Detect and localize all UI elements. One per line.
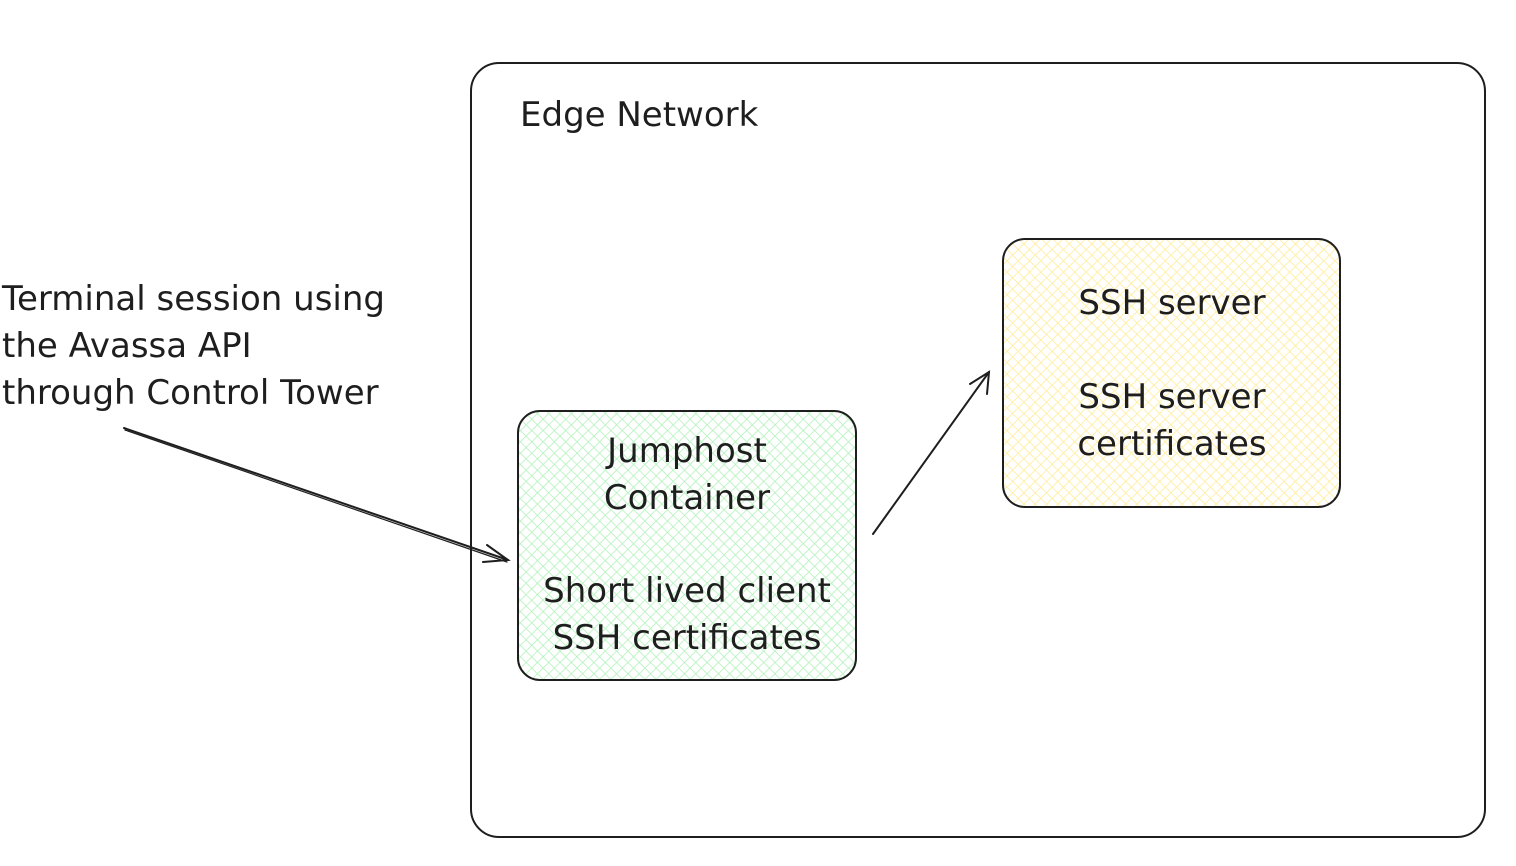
jumphost-title: Jumphost Container	[517, 428, 857, 522]
jumphost-detail-line: SSH certificates	[552, 618, 822, 658]
ssh-server-detail-line: certificates	[1077, 424, 1267, 464]
session-arrow	[123, 427, 511, 563]
jumphost-box	[517, 410, 857, 681]
terminal-session-label-line: Terminal session using	[2, 279, 385, 319]
ssh-server-title: SSH server	[1078, 283, 1266, 323]
terminal-session-label: Terminal session using the Avassa API th…	[2, 276, 385, 417]
jumphost-title-line: Container	[603, 478, 771, 518]
ssh-server-detail-line: SSH server	[1078, 377, 1266, 417]
ssh-server-detail: SSH server certificates	[1002, 374, 1342, 468]
edge-network-title: Edge Network	[520, 95, 759, 135]
jumphost-detail: Short lived client SSH certificates	[517, 568, 857, 662]
jumphost-detail-line: Short lived client	[543, 571, 831, 611]
ssh-server-box	[1002, 238, 1341, 508]
edge-network-boundary	[470, 62, 1486, 838]
terminal-session-label-line: through Control Tower	[2, 373, 379, 413]
terminal-session-label-line: the Avassa API	[2, 326, 252, 366]
jumphost-title-line: Jumphost	[607, 431, 767, 471]
ssh-connection-arrow	[872, 370, 991, 535]
